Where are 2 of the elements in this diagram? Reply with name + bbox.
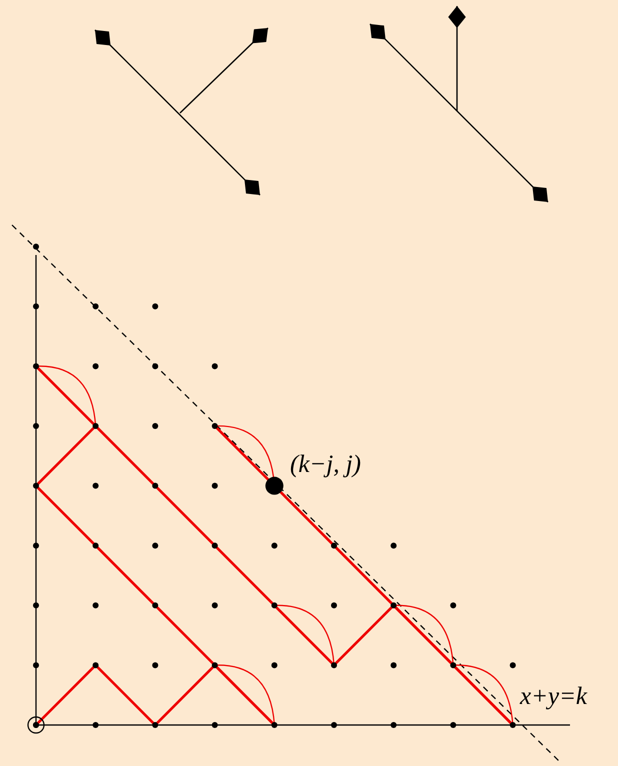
line-equation: x+y=k: [520, 684, 588, 709]
point-label: (k−j, j): [290, 452, 362, 477]
